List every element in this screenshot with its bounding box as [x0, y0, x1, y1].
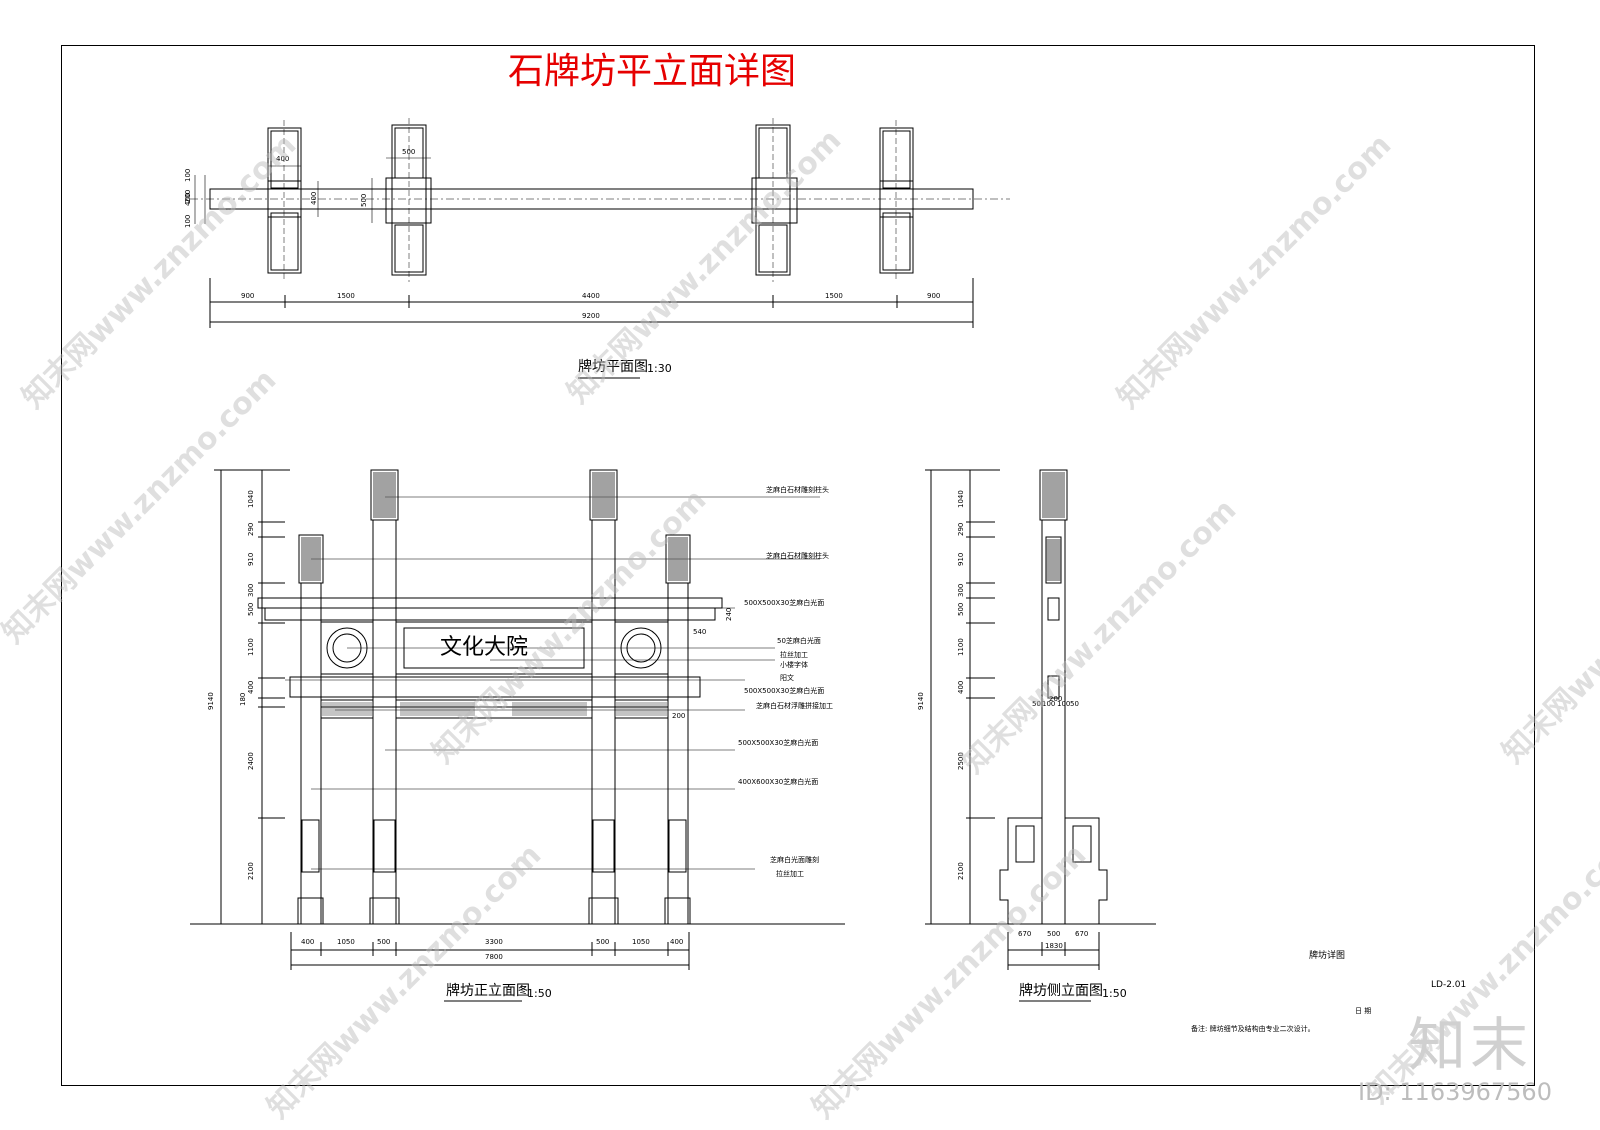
plan-dim-bottom: 1500 — [337, 292, 355, 300]
front-dim-bottom: 400 — [301, 938, 315, 946]
sheet-number: LD-2.01 — [1431, 980, 1467, 990]
sheet-name: 牌坊详图 — [1309, 951, 1346, 961]
side-mid-dim: 100 — [1042, 700, 1056, 708]
sign-text: 文化大院 — [440, 635, 529, 660]
front-dim-left: 1040 — [247, 490, 255, 508]
plan-dim-bottom: 900 — [927, 292, 941, 300]
side-dim-bottom: 670 — [1075, 930, 1089, 938]
side-dim-left: 300 — [957, 583, 965, 597]
front-annotation: 400X600X30芝麻白光面 — [738, 778, 819, 786]
side-dim-left: 910 — [957, 552, 965, 566]
front-inner-dim: 240 — [725, 607, 733, 621]
front-dim-bottom: 500 — [596, 938, 610, 946]
side-dim-left: 2100 — [957, 862, 965, 880]
front-annotation: 芝麻白光面雕刻 — [770, 856, 819, 864]
front-annotation: 小楼字体 — [780, 661, 808, 669]
front-inner-dim: 200 — [672, 712, 686, 720]
front-dim-total-width: 7800 — [485, 953, 503, 961]
front-annotation: 500X500X30芝麻白光面 — [744, 599, 825, 607]
front-dim-left: 2100 — [247, 862, 255, 880]
watermark-logo: 知末 — [1408, 1011, 1533, 1079]
front-dim-left: 290 — [247, 522, 255, 536]
front-post-inner-left — [372, 519, 397, 925]
front-annotation: 芝麻白石材浮雕拼接加工 — [756, 702, 833, 710]
front-annotation: 阳文 — [780, 674, 794, 682]
date-label: 日 期 — [1355, 1007, 1372, 1015]
side-dim-left: 290 — [957, 522, 965, 536]
plan-dim-bottom: 1500 — [825, 292, 843, 300]
front-annotation: 500X500X30芝麻白光面 — [738, 739, 819, 747]
plan-dim-inner: 400 — [310, 191, 318, 205]
plan-dim-left: 100 — [184, 168, 192, 182]
front-annotation: 50芝麻白光面 — [777, 637, 821, 645]
watermark-id: ID: 1163967560 — [1358, 1078, 1552, 1106]
front-annotation: 芝麻白石材雕刻柱头 — [766, 552, 829, 560]
side-dim-left: 1040 — [957, 490, 965, 508]
front-dim-left: 180 — [239, 692, 247, 706]
side-mid-dim: 50 — [1070, 700, 1079, 708]
side-mid-dim: 50 — [1032, 700, 1041, 708]
side-scale: 1:50 — [1102, 987, 1127, 1000]
front-annotation: 500X500X30芝麻白光面 — [744, 687, 825, 695]
plan-dim-bottom: 4400 — [582, 292, 600, 300]
front-dim-bottom: 1050 — [337, 938, 355, 946]
front-annotation: 拉丝加工 — [776, 870, 804, 878]
sheet-note: 备注: 牌坊细节及结构由专业二次设计。 — [1191, 1025, 1315, 1033]
side-dim-left: 400 — [957, 680, 965, 694]
front-scale: 1:50 — [527, 987, 552, 1000]
front-dim-bottom: 1050 — [632, 938, 650, 946]
front-dim-left: 300 — [247, 583, 255, 597]
side-dim-total-width: 1830 — [1045, 942, 1063, 950]
front-dim-left: 1100 — [247, 638, 255, 656]
plan-dim-top: 500 — [402, 148, 416, 156]
side-mid-dim: 100 — [1057, 700, 1071, 708]
plan-scale: 1:30 — [647, 362, 672, 375]
front-post-left — [300, 582, 322, 925]
front-annotation: 拉丝加工 — [780, 651, 808, 659]
front-dim-left: 2400 — [247, 752, 255, 770]
front-dim-left: 910 — [247, 552, 255, 566]
front-caption: 牌坊正立面图 — [446, 983, 530, 999]
side-dim-bottom: 500 — [1047, 930, 1061, 938]
front-dim-bottom: 400 — [670, 938, 684, 946]
front-dim-bottom: 500 — [377, 938, 391, 946]
front-annotation: 芝麻白石材雕刻柱头 — [766, 486, 829, 494]
side-dim-left: 500 — [957, 602, 965, 616]
front-dim-total-height: 9140 — [207, 692, 215, 710]
plan-dim-top: 400 — [276, 155, 290, 163]
front-dim-left: 500 — [247, 602, 255, 616]
plan-post — [879, 127, 914, 274]
side-dim-left: 1100 — [957, 638, 965, 656]
side-dim-bottom: 670 — [1018, 930, 1032, 938]
plan-dim-bottom: 900 — [241, 292, 255, 300]
side-dim-total-height: 9140 — [917, 692, 925, 710]
front-post-right — [667, 582, 689, 925]
front-dim-left: 400 — [247, 680, 255, 694]
drawing-title: 石牌坊平立面详图 — [508, 51, 797, 92]
plan-caption: 牌坊平面图 — [578, 359, 648, 375]
plan-dim-left: 200 — [184, 189, 192, 203]
plan-dim-inner: 500 — [360, 193, 368, 207]
side-caption: 牌坊侧立面图 — [1019, 983, 1103, 999]
drawing-frame — [61, 45, 1535, 1086]
front-inner-dim: 540 — [693, 628, 707, 636]
plan-dim-total: 9200 — [582, 312, 600, 320]
side-mid-dim: 200 — [1049, 695, 1063, 703]
front-dim-bottom: 3300 — [485, 938, 503, 946]
